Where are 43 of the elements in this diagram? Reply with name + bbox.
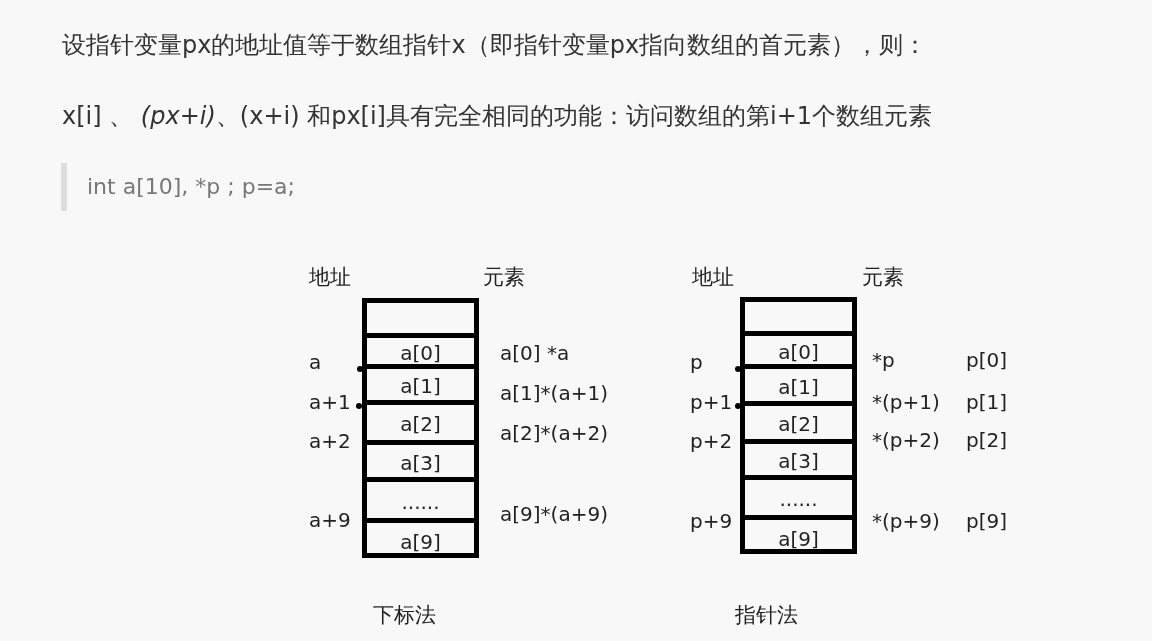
element-label: a[9]*(a+9) <box>500 504 608 524</box>
intro-text: x[i] 、 (px+i)、(x+i) 和px[i]具有完全相同的功能：访问数组的第i+1个数组元素 <box>62 104 933 128</box>
array-cell: a[3] <box>745 444 852 480</box>
intro-text: 设指针变量px的地址值等于数组指针x（即指针变量px指向数组的首元素），则： <box>62 33 928 57</box>
element-label: a[0] *a <box>500 343 570 363</box>
code-line: int a[10], *p ; p=a; <box>87 176 295 198</box>
column-header: 地址 <box>692 267 734 288</box>
array-cell: ...... <box>745 480 852 520</box>
column-header: 地址 <box>309 267 351 288</box>
element-label: p[0] <box>966 350 1008 370</box>
element-label: *(p+2) <box>872 430 940 450</box>
array-cell: ...... <box>367 482 474 523</box>
element-label: p[1] <box>966 392 1008 412</box>
array-cell: a[3] <box>367 445 474 482</box>
array-cell: a[9] <box>745 520 852 554</box>
array-cell: a[0] <box>367 338 474 369</box>
address-label: p+2 <box>690 431 733 451</box>
address-label: a+1 <box>309 392 351 412</box>
element-label: *p <box>872 350 895 370</box>
array-cell: a[1] <box>745 369 852 406</box>
array-cell: a[0] <box>745 336 852 369</box>
element-label: a[2]*(a+2) <box>500 423 608 443</box>
array-cell: a[2] <box>745 406 852 444</box>
array-cell: a[2] <box>367 405 474 445</box>
address-label: a <box>309 352 322 372</box>
address-label: a+9 <box>309 510 351 530</box>
column-header: 元素 <box>483 267 525 288</box>
array-cell: a[9] <box>367 523 474 558</box>
array-cell: a[1] <box>367 369 474 405</box>
address-label: p+9 <box>690 511 733 531</box>
element-label: *(p+1) <box>872 392 940 412</box>
element-label: p[2] <box>966 430 1008 450</box>
address-label: a+2 <box>309 431 351 451</box>
element-label: a[1]*(a+1) <box>500 383 608 403</box>
address-label: p+1 <box>690 392 733 412</box>
array-box <box>362 298 479 558</box>
method-caption: 下标法 <box>373 605 436 626</box>
array-box <box>740 297 857 554</box>
method-caption: 指针法 <box>735 605 798 626</box>
element-label: p[9] <box>966 511 1008 531</box>
column-header: 元素 <box>862 267 904 288</box>
element-label: *(p+9) <box>872 511 940 531</box>
address-label: p <box>690 352 703 372</box>
